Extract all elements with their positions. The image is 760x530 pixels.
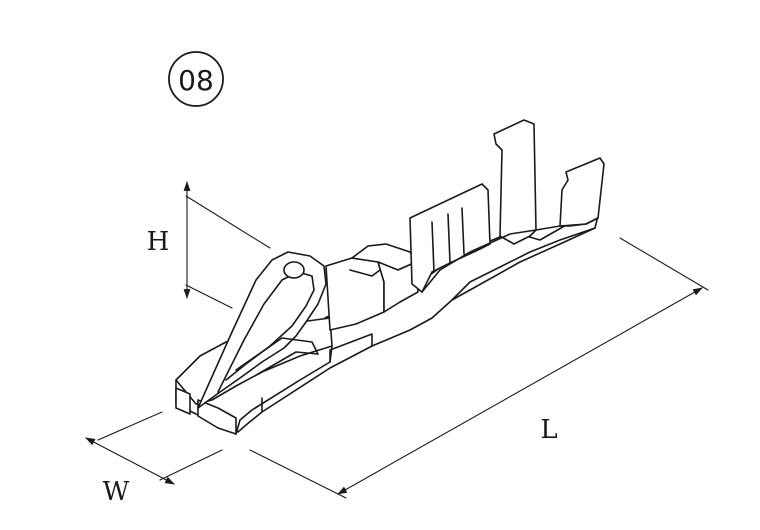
height-dimension: H xyxy=(147,181,271,309)
height-extension-bottom xyxy=(185,284,233,309)
badge-label: 08 xyxy=(178,64,214,97)
crimp-slot-2 xyxy=(447,213,451,263)
lance-spring xyxy=(235,337,319,375)
width-extension-right xyxy=(159,449,223,481)
crimp-slot-1 xyxy=(431,221,435,273)
front-tab-right xyxy=(197,399,237,435)
height-label: H xyxy=(147,227,170,257)
crimp-wing-rear xyxy=(493,119,537,245)
length-dimension: L xyxy=(249,237,709,499)
crimp-base-curve xyxy=(421,217,599,293)
mid-block-edge xyxy=(349,269,381,277)
width-extension-left xyxy=(97,411,163,441)
front-tab-left xyxy=(175,387,191,415)
lance-hole xyxy=(283,261,305,279)
height-extension-top xyxy=(185,195,271,249)
crimp-slot-3 xyxy=(461,207,465,255)
badge-circle xyxy=(168,51,224,107)
length-label: L xyxy=(540,415,557,445)
length-extension-left xyxy=(249,449,347,499)
width-label: W xyxy=(103,477,130,507)
width-dimension: W xyxy=(85,411,223,507)
length-extension-right xyxy=(619,237,709,291)
crimp-wing-far xyxy=(559,157,605,227)
crimp-floor-edge xyxy=(451,227,596,301)
length-dimension-line xyxy=(337,287,703,495)
terminal-part xyxy=(175,119,605,435)
width-dimension-line xyxy=(85,437,175,485)
part-number-badge: 08 xyxy=(168,51,224,107)
